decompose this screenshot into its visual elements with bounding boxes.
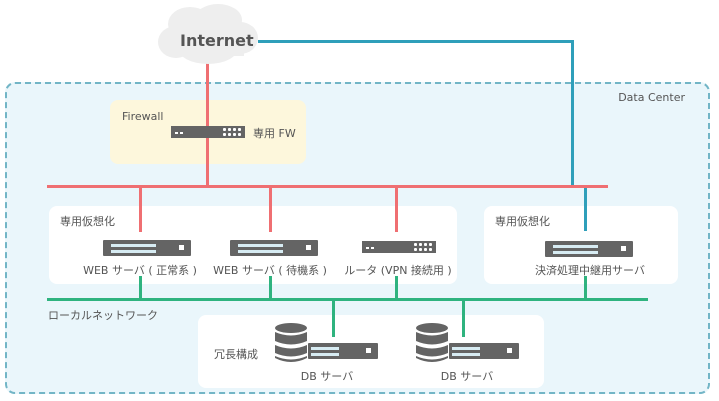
data-center-label: Data Center <box>618 91 685 104</box>
database-icon <box>275 323 307 362</box>
firewall-device-label: 専用 FW <box>253 127 296 140</box>
db-server-1-link <box>332 300 335 337</box>
web-server-primary-uplink <box>139 187 142 232</box>
firewall-device-icon <box>171 126 245 138</box>
router-icon <box>362 241 436 253</box>
db-server-2-label: DB サーバ <box>440 370 494 383</box>
web-server-standby-label: WEB サーバ ( 待機系 ) <box>213 264 327 277</box>
virtualization-group-left-label: 専用仮想化 <box>60 215 115 228</box>
payment-relay-server-label: 決済処理中継用サーバ <box>535 264 645 277</box>
db-server-2-link <box>462 300 465 337</box>
web-server-primary-downlink <box>139 276 142 300</box>
firewall-group-label: Firewall <box>122 110 164 123</box>
db-server-2-icon <box>449 343 519 359</box>
router-downlink <box>395 276 398 300</box>
virtualization-group-right-label: 専用仮想化 <box>495 215 550 228</box>
database-icon <box>416 323 448 362</box>
web-server-standby-downlink <box>269 276 272 300</box>
db-server-1-label: DB サーバ <box>300 370 354 383</box>
cloud-icon <box>158 4 258 64</box>
internet-link-horizontal <box>258 40 574 43</box>
firewall-uplink <box>206 62 209 188</box>
router-label: ルータ (VPN 接続用 ) <box>344 264 452 277</box>
web-server-standby-uplink <box>269 187 272 232</box>
internet-label: Internet <box>180 31 254 50</box>
payment-relay-server-icon <box>545 241 633 257</box>
local-network-bus <box>47 298 648 301</box>
local-network-label: ローカルネットワーク <box>48 309 158 322</box>
payment-server-uplink <box>584 187 587 231</box>
router-uplink <box>395 187 398 232</box>
db-server-1-icon <box>308 343 378 359</box>
web-server-standby-icon <box>230 240 318 256</box>
internet-link-vertical <box>571 40 574 188</box>
redundancy-group-label: 冗長構成 <box>214 348 258 361</box>
web-server-primary-icon <box>103 240 191 256</box>
payment-server-downlink <box>584 276 587 300</box>
web-server-primary-label: WEB サーバ ( 正常系 ) <box>83 264 197 277</box>
dmz-bus <box>47 185 608 188</box>
